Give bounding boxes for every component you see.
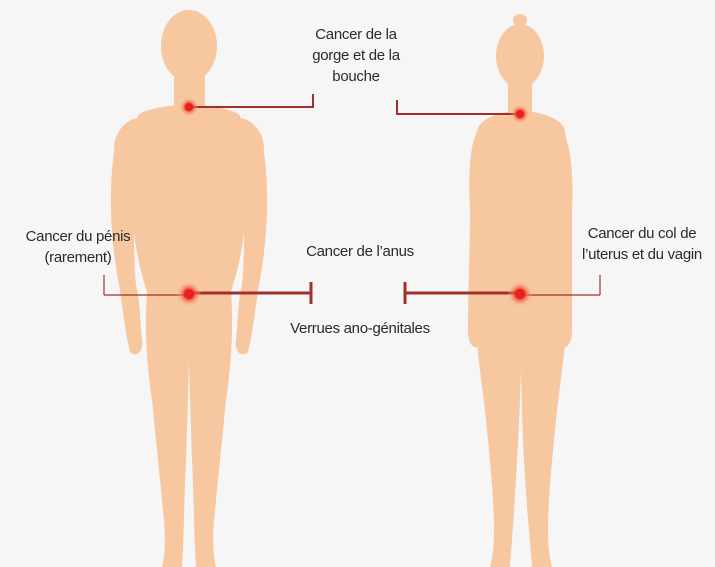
cervix-cancer-label: Cancer du col de l’uterus et du vagin [572,223,712,265]
female-groin-dot [515,289,525,299]
male-throat-dot [185,103,193,111]
throat-label-line-1: Cancer de la [296,24,416,45]
penis-label-line-2: (rarement) [8,247,148,268]
throat-cancer-label: Cancer de la gorge et de la bouche [296,24,416,87]
penis-cancer-label: Cancer du pénis (rarement) [8,226,148,268]
anus-label-text: Cancer de l’anus [306,243,414,260]
penis-label-line-1: Cancer du pénis [8,226,148,247]
throat-label-line-3: bouche [296,66,416,87]
warts-label-text: Verrues ano-génitales [290,320,430,337]
cervix-label-line-1: Cancer du col de [572,223,712,244]
male-groin-dot [184,289,194,299]
throat-label-line-2: gorge et de la [296,45,416,66]
female-throat-dot [516,110,524,118]
warts-label: Verrues ano-génitales [275,318,445,339]
cervix-label-line-2: l’uterus et du vagin [572,244,712,265]
anus-cancer-label: Cancer de l’anus [290,241,430,262]
